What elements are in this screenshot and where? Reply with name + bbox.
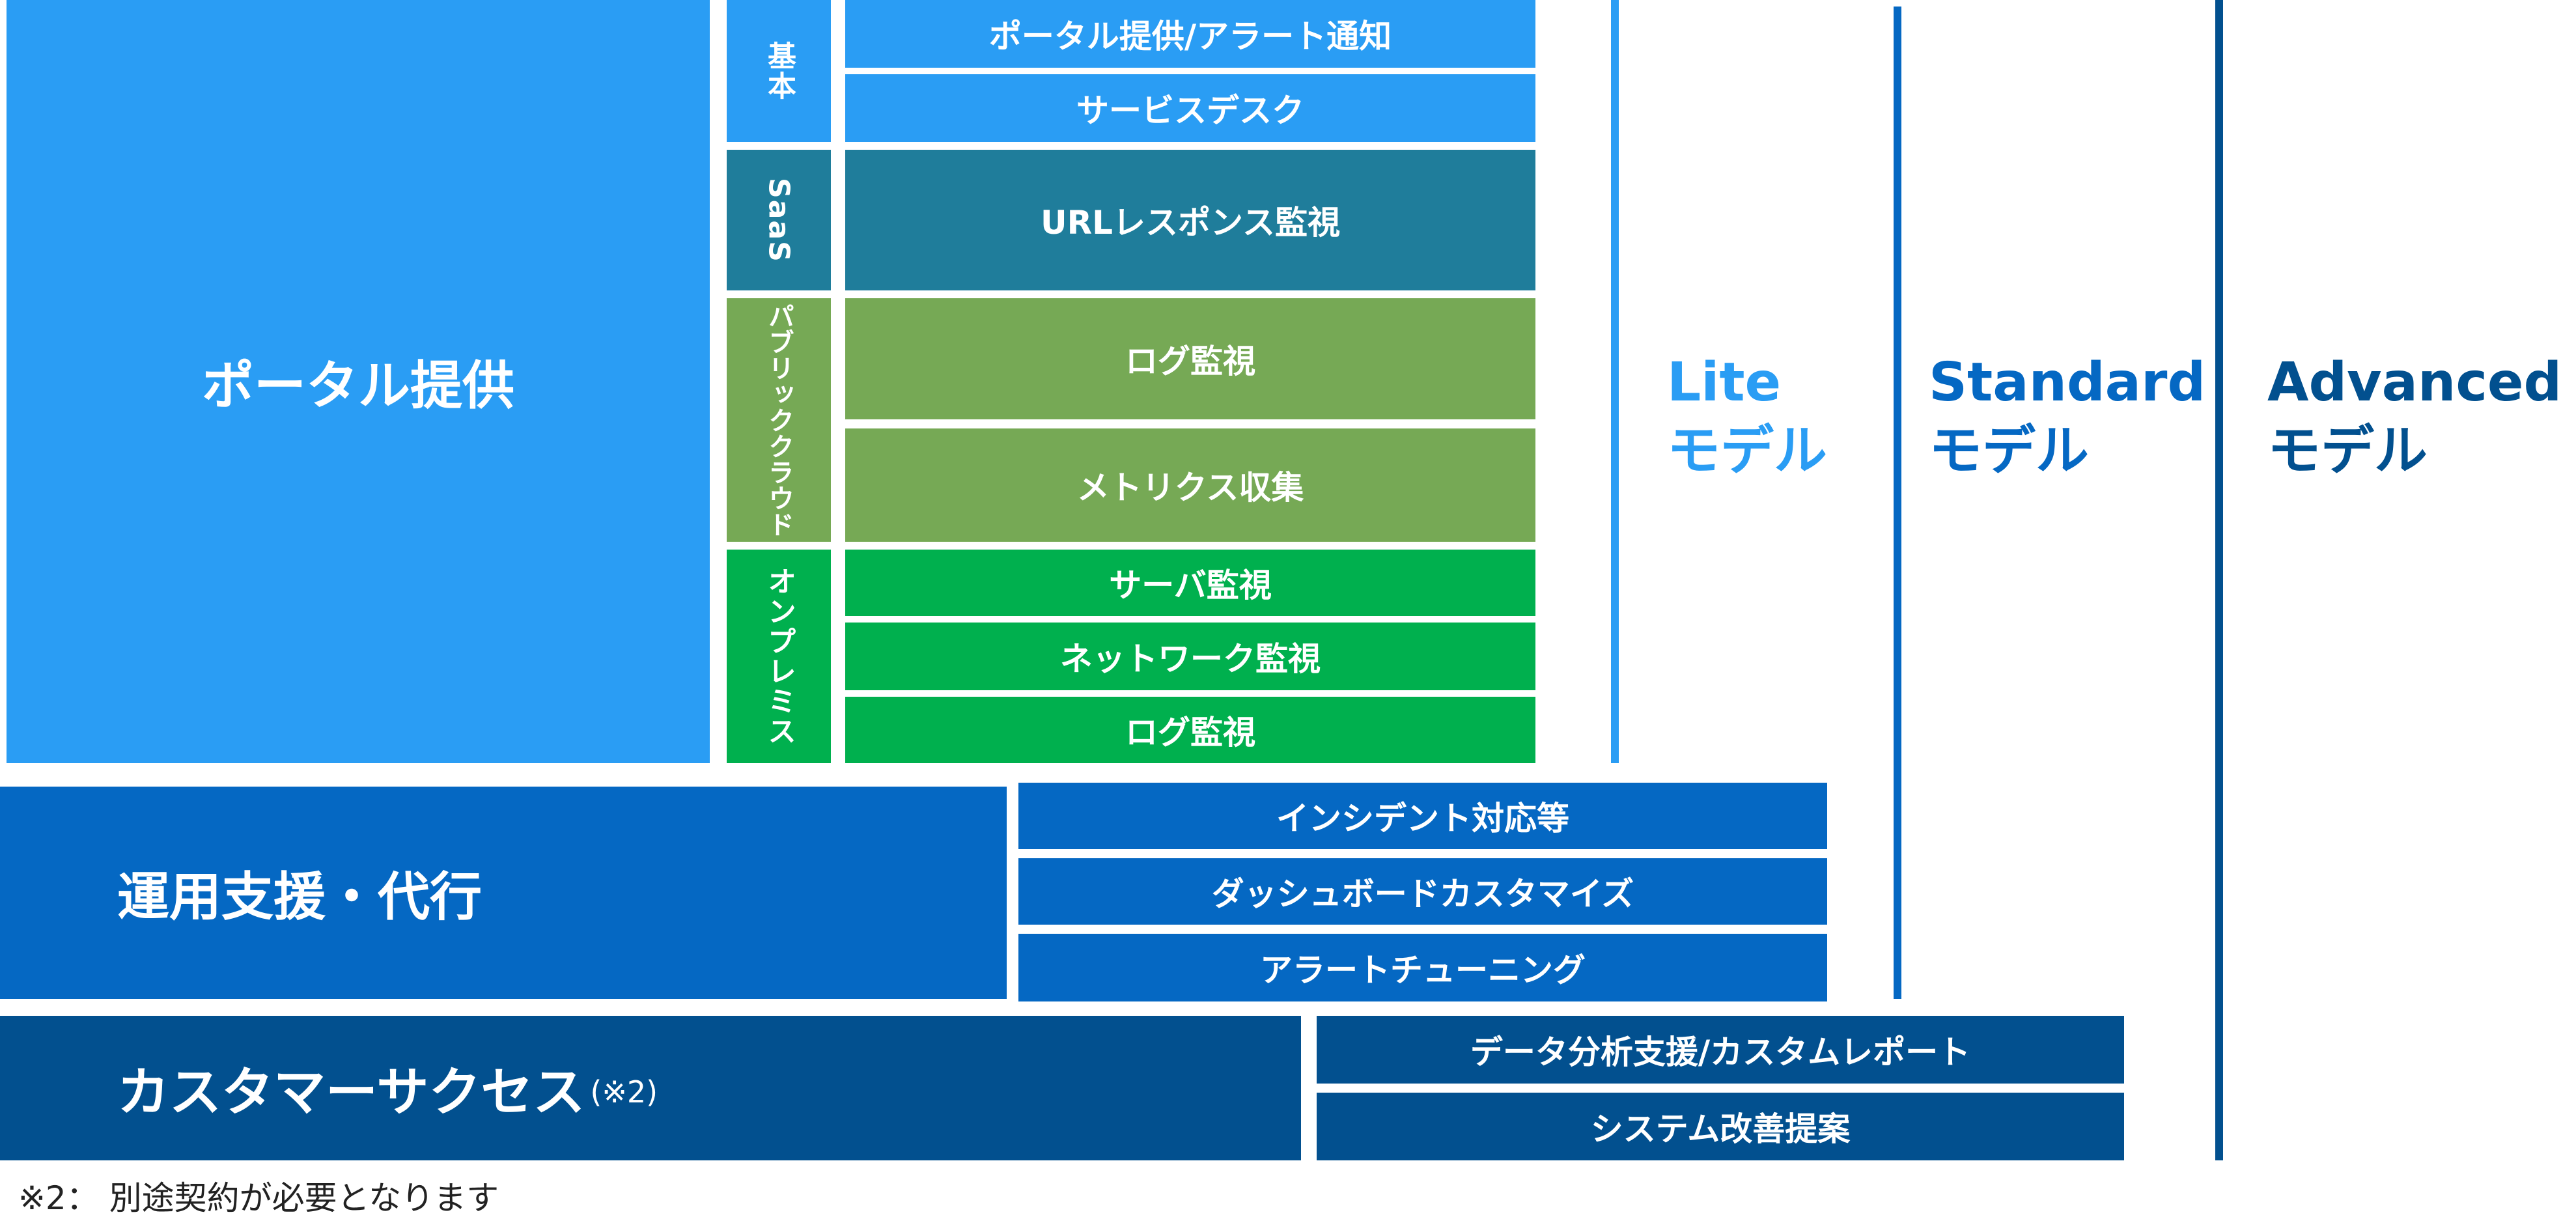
- lite-model-suffix: モデル: [1667, 419, 1828, 482]
- operations-block: 運用支援・代行: [0, 787, 1007, 999]
- customer-success-title: カスタマーサクセス: [117, 1062, 585, 1123]
- group-label-saas: SaaS: [727, 150, 831, 290]
- standard-model-suffix: モデル: [1929, 419, 2090, 482]
- item-server-monitoring: サーバ監視: [845, 550, 1535, 616]
- item-cloud-log-monitoring: ログ監視: [845, 298, 1535, 419]
- standard-model-line: [1894, 7, 1901, 999]
- item-service-desk: サービスデスク: [845, 74, 1535, 142]
- group-label-base: 基本: [727, 0, 831, 142]
- item-data-analysis: データ分析支援/カスタムレポート: [1317, 1016, 2124, 1084]
- portal-block: ポータル提供: [7, 0, 710, 763]
- item-metrics-collection: メトリクス収集: [845, 428, 1535, 542]
- item-system-improvement: システム改善提案: [1317, 1093, 2124, 1160]
- item-url-response-monitoring: URLレスポンス監視: [845, 150, 1535, 290]
- item-portal-alert: ポータル提供/アラート通知: [845, 0, 1535, 68]
- advanced-model-name: Advanced: [2267, 352, 2562, 413]
- footnote: ※2： 別途契約が必要となります: [18, 1179, 499, 1217]
- advanced-model-label: Advanced モデル: [2267, 349, 2562, 486]
- group-label-on-premises: オンプレミス: [727, 550, 831, 763]
- customer-success-note-ref: (※2): [590, 1074, 658, 1110]
- item-alert-tuning: アラートチューニング: [1018, 934, 1827, 1001]
- item-dashboard-customize: ダッシュボードカスタマイズ: [1018, 858, 1827, 925]
- advanced-model-suffix: モデル: [2267, 419, 2428, 482]
- item-onprem-log-monitoring: ログ監視: [845, 697, 1535, 763]
- operations-title: 運用支援・代行: [117, 867, 482, 927]
- portal-title: ポータル提供: [202, 356, 514, 416]
- standard-model-name: Standard: [1929, 352, 2206, 413]
- lite-model-line: [1611, 0, 1619, 763]
- lite-model-name: Lite: [1667, 352, 1782, 413]
- advanced-model-line: [2215, 0, 2223, 1160]
- lite-model-label: Lite モデル: [1667, 349, 1827, 486]
- standard-model-label: Standard モデル: [1929, 349, 2205, 486]
- item-network-monitoring: ネットワーク監視: [845, 623, 1535, 690]
- group-label-public-cloud: パブリッククラウド: [727, 298, 831, 542]
- item-incident-response: インシデント対応等: [1018, 783, 1827, 849]
- customer-success-block: カスタマーサクセス(※2): [0, 1016, 1301, 1160]
